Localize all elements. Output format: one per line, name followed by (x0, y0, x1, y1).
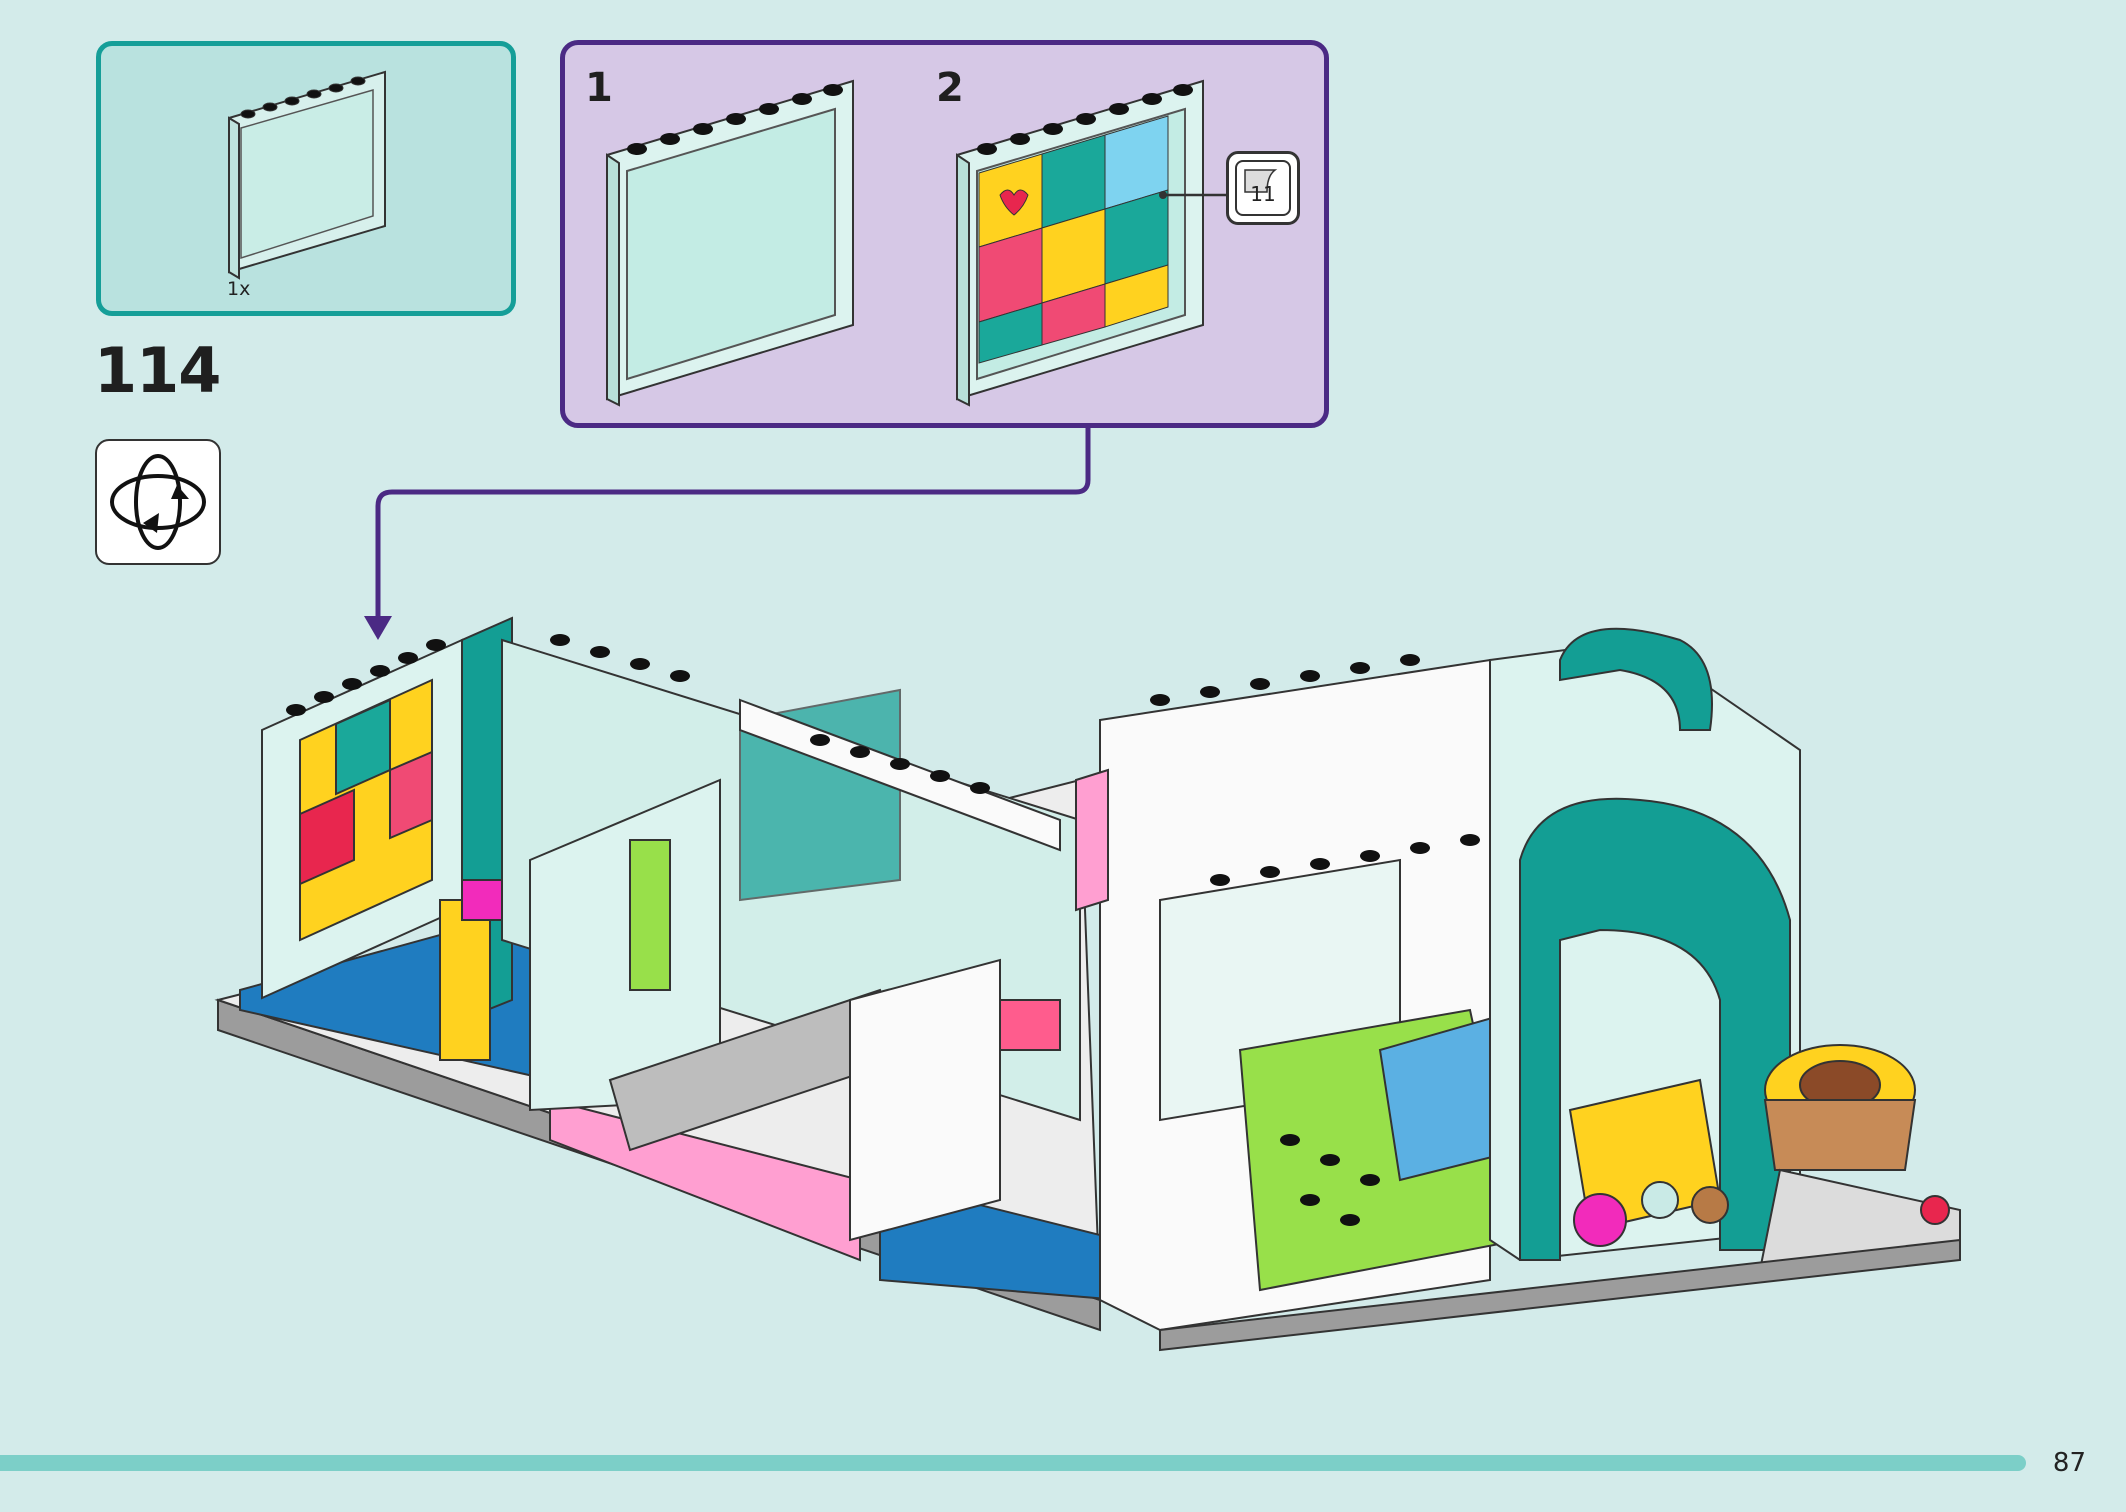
parts-callout (96, 41, 516, 316)
sticker-number: 11 (1250, 182, 1276, 206)
window-panel-with-sticker (956, 79, 1231, 407)
substep-number: 2 (936, 65, 964, 111)
window-panel-part (228, 70, 386, 280)
step-number: 114 (94, 334, 221, 407)
arrow-icon (375, 428, 1091, 620)
hospital-model (214, 616, 1961, 1352)
substep-number: 1 (585, 65, 613, 111)
sticker-icon: 11 (1226, 151, 1300, 225)
rotate-model-icon (95, 439, 221, 565)
page-number: 87 (2052, 1448, 2086, 1478)
plain-window-panel (606, 79, 854, 407)
part-quantity: 1x (227, 278, 251, 300)
sub-assembly-callout: 1 2 (560, 40, 1329, 428)
sub-assembly-illustrations (606, 79, 1231, 407)
footer-bar (0, 1455, 2026, 1471)
